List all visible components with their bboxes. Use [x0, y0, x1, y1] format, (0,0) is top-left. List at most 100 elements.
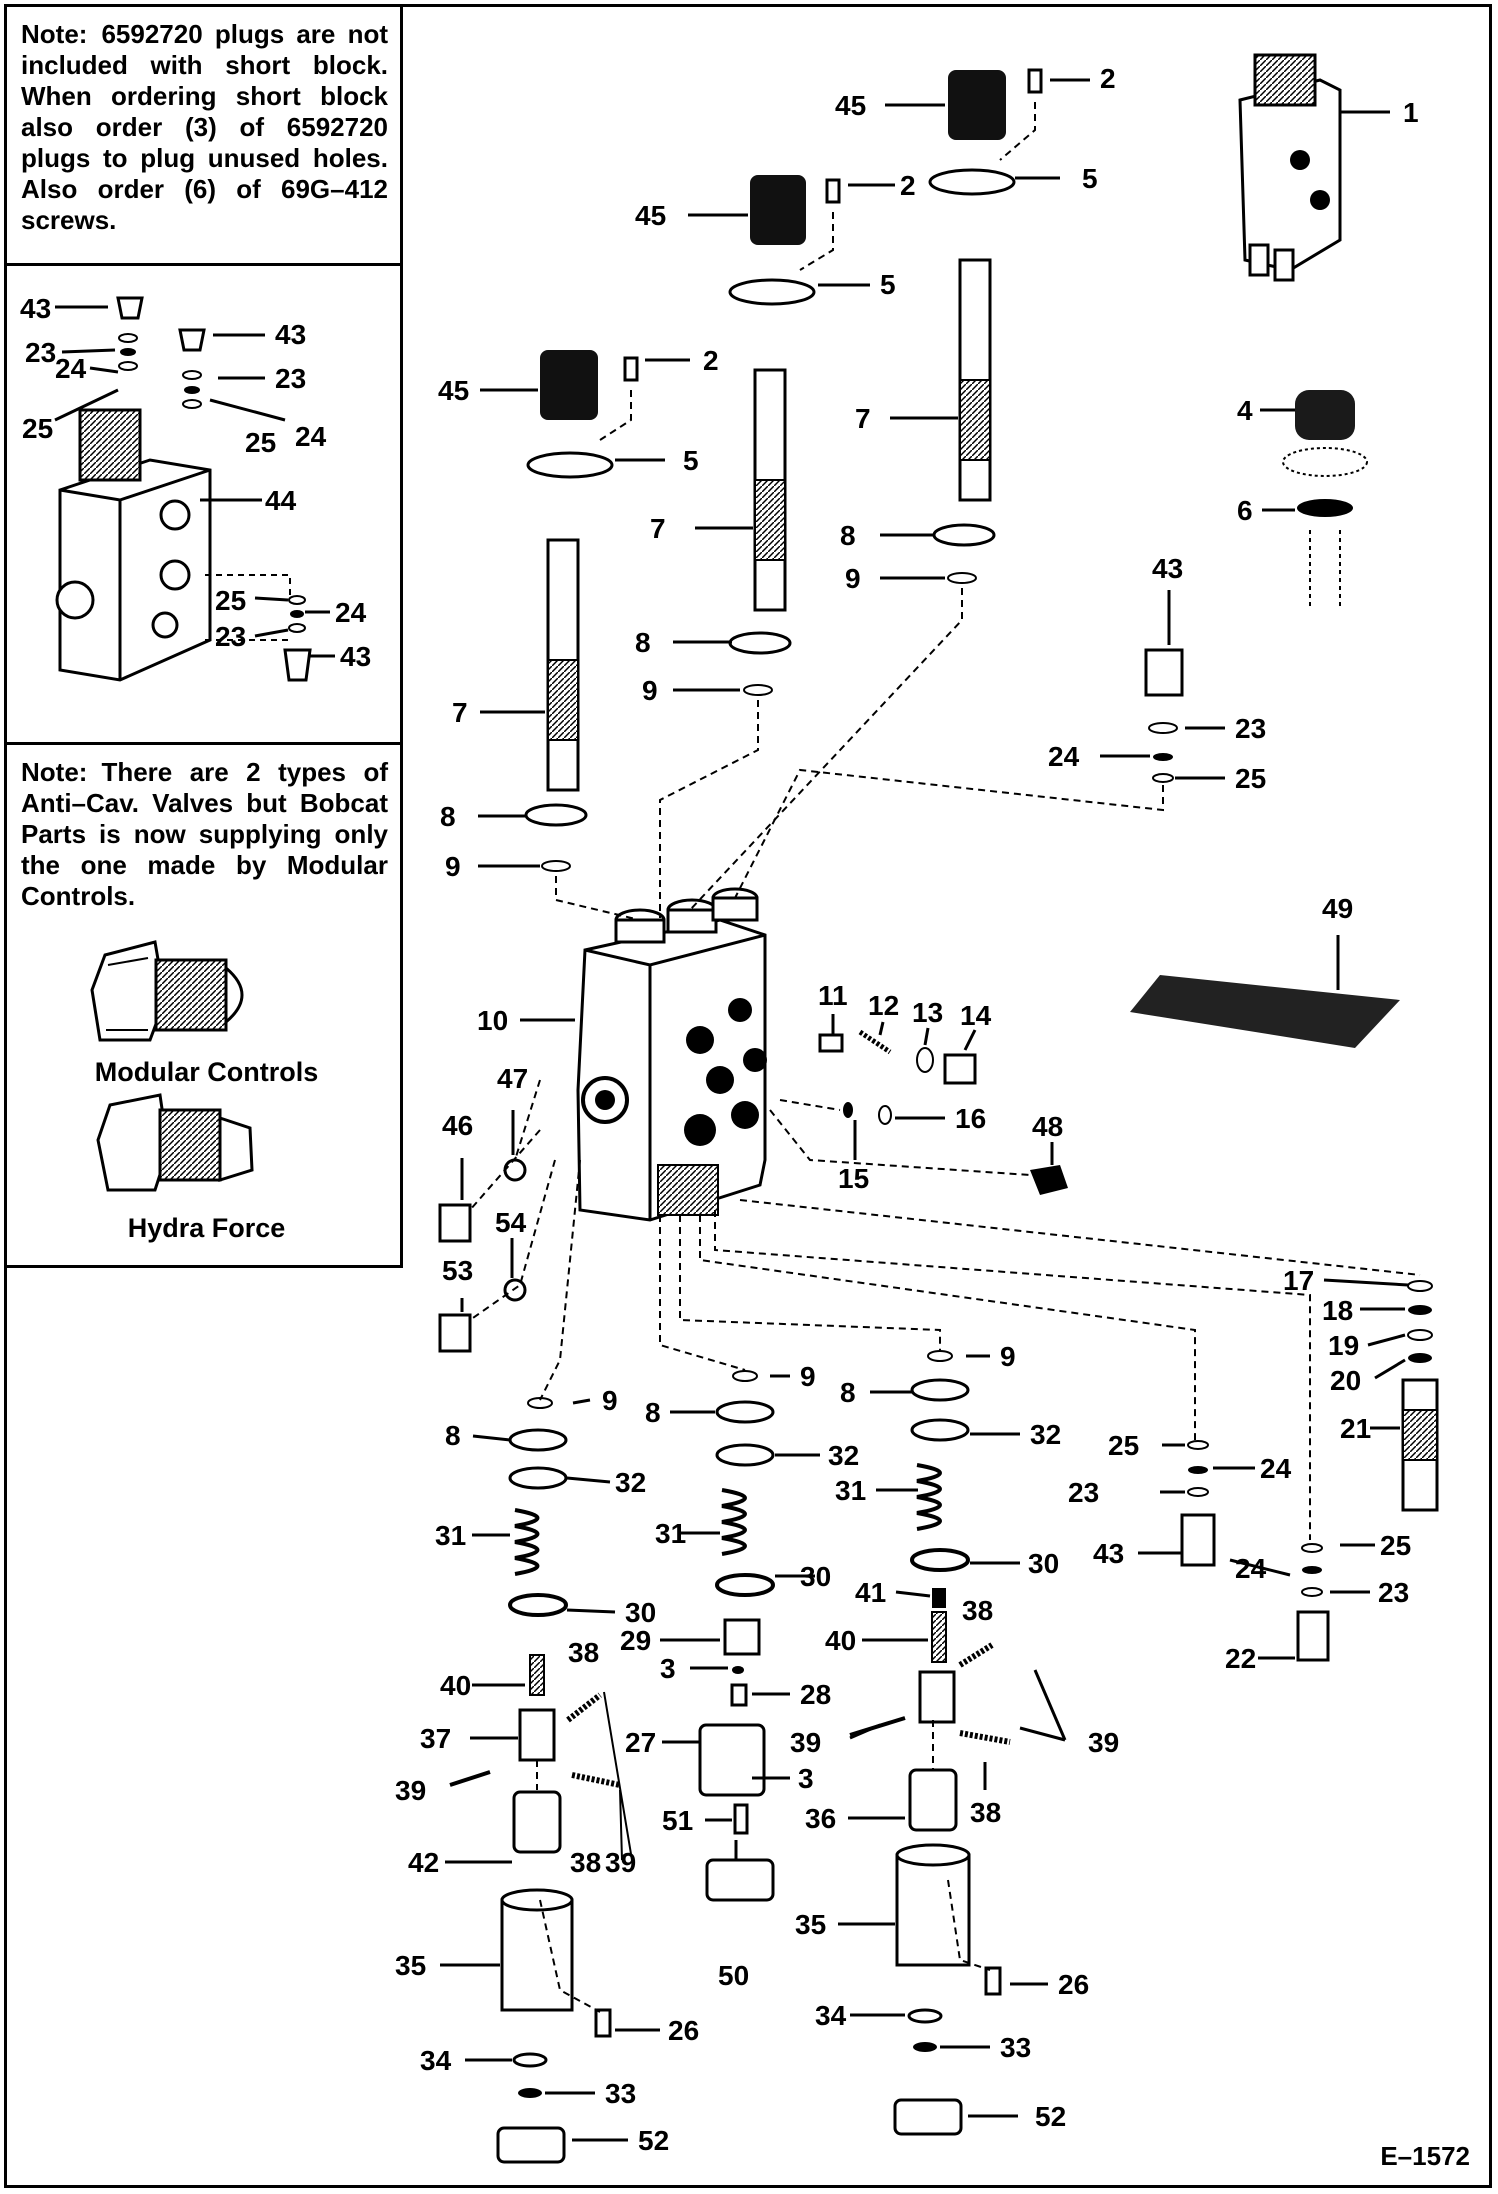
- callout-45: 45: [438, 375, 469, 406]
- small-parts-38-39: [449, 1642, 1011, 1861]
- callout-2: 2: [1100, 63, 1116, 94]
- callout-25: 25: [22, 413, 53, 444]
- callout-33: 33: [1000, 2032, 1031, 2063]
- callout-40: 40: [440, 1670, 471, 1701]
- callout-24: 24: [335, 597, 367, 628]
- callout-36: 36: [805, 1803, 836, 1834]
- callout-18: 18: [1322, 1295, 1353, 1326]
- callout-39: 39: [790, 1727, 821, 1758]
- main-callouts: 1 2 45 2 5 45 5 2 45 5 7 4 6 7 8 9 7 8 9…: [395, 63, 1419, 2156]
- screws-2: [623, 68, 1043, 382]
- callout-13: 13: [912, 997, 943, 1028]
- callout-25: 25: [215, 585, 246, 616]
- callout-34: 34: [420, 2045, 452, 2076]
- callout-40: 40: [825, 1625, 856, 1656]
- callout-32: 32: [828, 1440, 859, 1471]
- callout-9: 9: [845, 563, 861, 594]
- callout-24: 24: [55, 353, 87, 384]
- callout-25: 25: [245, 427, 276, 458]
- callout-8: 8: [840, 1377, 856, 1408]
- callout-38: 38: [962, 1595, 993, 1626]
- leader-lines: [440, 78, 1409, 2142]
- callout-32: 32: [1030, 1419, 1061, 1450]
- callout-34: 34: [815, 2000, 847, 2031]
- callout-20: 20: [1330, 1365, 1361, 1396]
- callout-35: 35: [795, 1909, 826, 1940]
- callout-43: 43: [275, 319, 306, 350]
- callout-48: 48: [1032, 1111, 1063, 1142]
- callout-30: 30: [800, 1561, 831, 1592]
- callout-42: 42: [408, 1847, 439, 1878]
- callout-21: 21: [1340, 1413, 1371, 1444]
- callout-33: 33: [605, 2078, 636, 2109]
- callout-3: 3: [660, 1653, 676, 1684]
- callout-26: 26: [1058, 1969, 1089, 2000]
- callout-43: 43: [1152, 553, 1183, 584]
- detent-parts-11-16: [818, 1029, 1068, 1195]
- callout-11: 11: [818, 980, 848, 1011]
- note-anticav-label: Note:: [21, 757, 88, 787]
- inset-valve-drawing: [54, 296, 335, 682]
- boot-4-washer-6: [1282, 390, 1368, 610]
- figure-id: E–1572: [1380, 2141, 1470, 2171]
- callout-50: 50: [718, 1960, 749, 1991]
- callout-1: 1: [1403, 97, 1419, 128]
- hydra-force-valve-icon: [96, 1093, 254, 1192]
- note-plugs-label: Note:: [21, 19, 88, 49]
- callout-51: 51: [662, 1805, 693, 1836]
- plates-5: [526, 168, 1016, 479]
- callout-9: 9: [642, 675, 658, 706]
- callout-24: 24: [1048, 741, 1080, 772]
- callout-35: 35: [395, 1950, 426, 1981]
- callout-38: 38: [970, 1797, 1001, 1828]
- callout-25: 25: [1235, 763, 1266, 794]
- callout-52: 52: [1035, 2101, 1066, 2132]
- spool-end-stack-middle: [698, 1370, 775, 1902]
- callout-9: 9: [1000, 1341, 1016, 1372]
- callout-23: 23: [1378, 1577, 1409, 1608]
- callout-38: 38: [570, 1847, 601, 1878]
- callout-31: 31: [435, 1520, 466, 1551]
- callout-23: 23: [25, 337, 56, 368]
- callout-2: 2: [703, 345, 719, 376]
- callout-7: 7: [855, 403, 871, 434]
- callout-5: 5: [1082, 163, 1098, 194]
- callout-37: 37: [420, 1723, 451, 1754]
- note-plugs-body: 6592720 plugs are not included with shor…: [21, 19, 388, 235]
- callout-23: 23: [215, 621, 246, 652]
- callout-53: 53: [442, 1255, 473, 1286]
- spools-7: [546, 258, 992, 792]
- inset-callouts: 43 43 23 23 24 25 25 24 44 25 24 23 43: [20, 293, 371, 672]
- valve-body-10: [576, 887, 767, 1222]
- callout-10: 10: [477, 1005, 508, 1036]
- caption-hydra-force: Hydra Force: [127, 1213, 286, 1243]
- callout-8: 8: [840, 520, 856, 551]
- assembly-dashed-lines: [469, 102, 1421, 2013]
- callout-43: 43: [1093, 1538, 1124, 1569]
- relief-valves-lower: [1180, 1280, 1439, 1662]
- callout-32: 32: [615, 1467, 646, 1498]
- caption-modular-controls: Modular Controls: [94, 1057, 319, 1087]
- callout-24: 24: [1235, 1553, 1267, 1584]
- callout-2: 2: [900, 170, 916, 201]
- callout-4: 4: [1237, 395, 1253, 426]
- callout-49: 49: [1322, 893, 1353, 924]
- callout-6: 6: [1237, 495, 1253, 526]
- callout-3: 3: [798, 1763, 814, 1794]
- callout-47: 47: [497, 1063, 528, 1094]
- callout-9: 9: [800, 1361, 816, 1392]
- callout-43: 43: [340, 641, 371, 672]
- callout-31: 31: [835, 1475, 866, 1506]
- callout-25: 25: [1108, 1430, 1139, 1461]
- callout-8: 8: [645, 1397, 661, 1428]
- note-plugs-text: Note:6592720 plugs are not included with…: [21, 19, 388, 236]
- callout-15: 15: [838, 1163, 869, 1194]
- callout-43: 43: [20, 293, 51, 324]
- handle-caps-45: [540, 70, 1006, 420]
- control-valve-assembly-1: [1238, 53, 1342, 282]
- callout-5: 5: [683, 445, 699, 476]
- relief-plug-43: [1144, 648, 1184, 783]
- callout-5: 5: [880, 269, 896, 300]
- callout-9: 9: [445, 851, 461, 882]
